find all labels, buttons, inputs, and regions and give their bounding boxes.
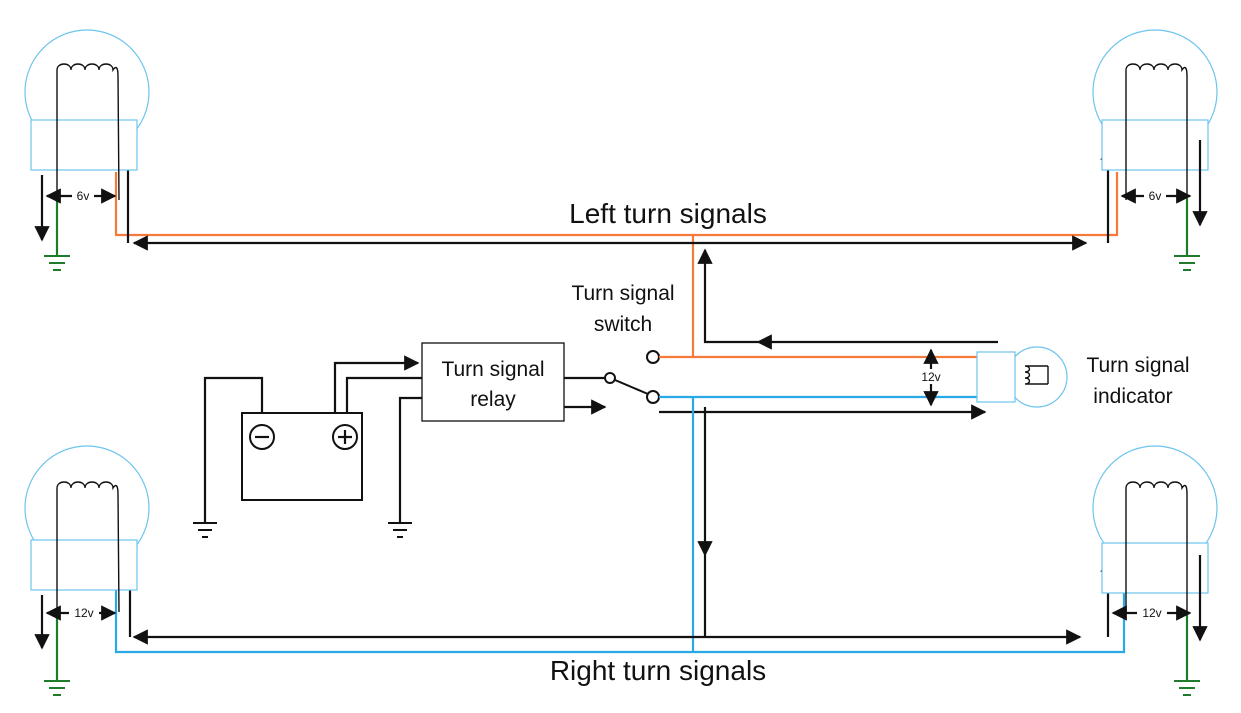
voltage-label-rear-right: 12v [1142, 606, 1161, 620]
voltage-bg-front-right [69, 606, 99, 620]
indicator-label-line2: indicator [1093, 385, 1172, 408]
switch-lever [614, 379, 649, 395]
minus-circle-icon [249, 424, 275, 450]
turn-signal-indicator [976, 346, 1068, 408]
voltage-bg-front-left [72, 189, 94, 203]
indicator-voltage-label: 12v [921, 370, 940, 384]
switch-pivot [604, 372, 616, 384]
switch-label-line2: switch [594, 313, 652, 336]
lamp-rear-left [1092, 29, 1218, 200]
plus-circle-icon [332, 424, 358, 450]
turn-signal-relay [421, 342, 565, 422]
switch-label-line1: Turn signal [571, 282, 674, 305]
voltage-bg-rear-left [1144, 189, 1166, 203]
ground-symbol-icon [44, 680, 70, 696]
ground-symbol-icon [388, 522, 412, 538]
relay-label-line2: relay [470, 388, 516, 411]
lamp-rear-right [1092, 445, 1218, 612]
switch-terminal-left [646, 350, 660, 364]
relay-ground-wire [398, 396, 422, 522]
battery-positive-feed [333, 355, 420, 413]
left-turn-signals-label: Left turn signals [569, 198, 767, 229]
battery-negative-wire [203, 376, 264, 522]
voltage-label-front-right: 12v [74, 606, 93, 620]
battery [241, 412, 363, 501]
indicator-label-line1: Turn signal [1086, 354, 1189, 377]
voltage-label-rear-left: 6v [1149, 189, 1162, 203]
voltage-bg-rear-right [1137, 606, 1167, 620]
switch-terminal-right [646, 390, 660, 404]
indicator-voltage-bg [917, 369, 946, 384]
lamp-front-left [24, 29, 150, 201]
ground-symbol-icon [1174, 680, 1200, 696]
relay-label-line1: Turn signal [441, 358, 544, 381]
right-turn-signals-label: Right turn signals [550, 655, 766, 686]
left-riser-current-arrow [697, 248, 758, 344]
battery-positive-return [345, 376, 422, 413]
ground-symbol-icon [44, 255, 70, 271]
right-signals-bus [114, 590, 1126, 654]
ground-symbol-icon [1174, 255, 1200, 271]
ground-symbol-icon [193, 522, 217, 538]
lamp-front-right [24, 445, 150, 613]
voltage-label-front-left: 6v [77, 189, 90, 203]
